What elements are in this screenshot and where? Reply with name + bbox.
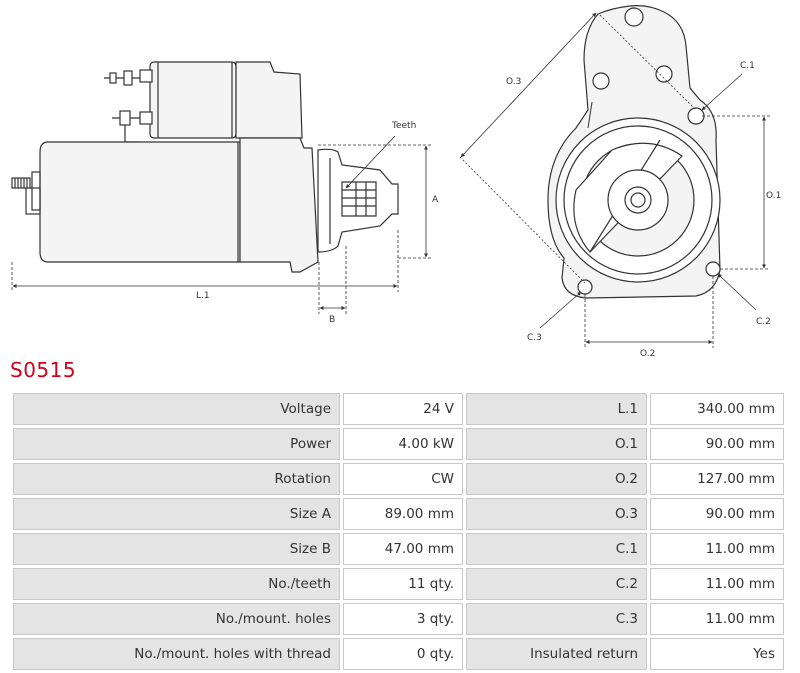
spec-label: Power <box>13 428 340 460</box>
motor-body <box>11 141 241 263</box>
spec-value: Yes <box>650 638 784 670</box>
spec-label: No./mount. holes with thread <box>13 638 340 670</box>
spec-label: O.2 <box>466 463 647 495</box>
spec-value: 11 qty. <box>343 568 463 600</box>
spec-value: 47.00 mm <box>343 533 463 565</box>
spec-value: 90.00 mm <box>650 498 784 530</box>
hole-c2 <box>705 261 721 277</box>
hole-top <box>624 7 644 27</box>
pinion-housing <box>555 117 721 283</box>
spec-value: 89.00 mm <box>343 498 463 530</box>
front-dimensions <box>459 12 770 348</box>
shaft-thread <box>11 177 31 189</box>
front-view <box>547 5 721 299</box>
spec-value: 127.00 mm <box>650 463 784 495</box>
spec-label: O.3 <box>466 498 647 530</box>
o3-label: O.3 <box>506 77 521 87</box>
length-l1-label: L.1 <box>196 291 210 301</box>
spec-value: 3 qty. <box>343 603 463 635</box>
spec-label: C.2 <box>466 568 647 600</box>
spec-value: 0 qty. <box>343 638 463 670</box>
spec-label: O.1 <box>466 428 647 460</box>
spec-value: 11.00 mm <box>650 533 784 565</box>
spec-label: No./teeth <box>13 568 340 600</box>
technical-drawing: Teeth A L.1 B <box>11 5 781 359</box>
drive-housing <box>239 137 399 273</box>
spec-value: 340.00 mm <box>650 393 784 425</box>
c3-label: C.3 <box>527 333 542 343</box>
spec-value: CW <box>343 463 463 495</box>
o2-label: O.2 <box>640 349 655 359</box>
spec-value: 11.00 mm <box>650 603 784 635</box>
spec-label: Rotation <box>13 463 340 495</box>
o1-label: O.1 <box>766 191 781 201</box>
spec-value: 90.00 mm <box>650 428 784 460</box>
side-view <box>11 61 399 273</box>
hole-c3 <box>577 279 593 295</box>
spec-label: L.1 <box>466 393 647 425</box>
side-dimensions <box>11 135 432 314</box>
teeth-label: Teeth <box>391 121 416 131</box>
spec-value: 11.00 mm <box>650 568 784 600</box>
hole-upper-right <box>655 65 673 83</box>
spec-label: C.3 <box>466 603 647 635</box>
spec-value: 4.00 kW <box>343 428 463 460</box>
size-a-label: A <box>432 195 439 205</box>
solenoid <box>104 61 303 143</box>
spec-label: Size B <box>13 533 340 565</box>
c1-label: C.1 <box>740 61 755 71</box>
spec-label: Size A <box>13 498 340 530</box>
c2-label: C.2 <box>756 317 771 327</box>
spec-label: Voltage <box>13 393 340 425</box>
product-code: S0515 <box>10 358 77 382</box>
hole-upper-left <box>592 72 610 90</box>
spec-label: No./mount. holes <box>13 603 340 635</box>
spec-label: Insulated return <box>466 638 647 670</box>
spec-value: 24 V <box>343 393 463 425</box>
size-b-label: B <box>329 315 335 325</box>
spec-label: C.1 <box>466 533 647 565</box>
hole-c1 <box>687 107 705 125</box>
